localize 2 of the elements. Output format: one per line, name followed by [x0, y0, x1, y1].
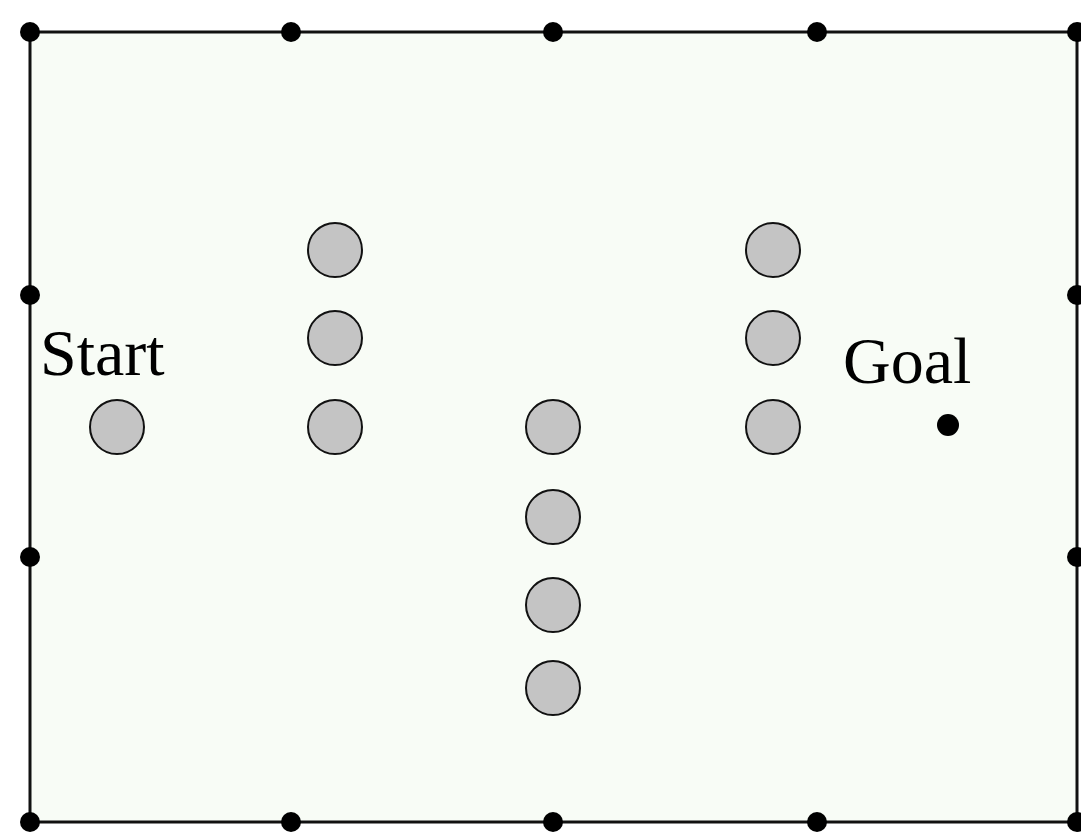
text-label: Start: [40, 320, 165, 386]
text-label: Goal: [843, 328, 972, 394]
